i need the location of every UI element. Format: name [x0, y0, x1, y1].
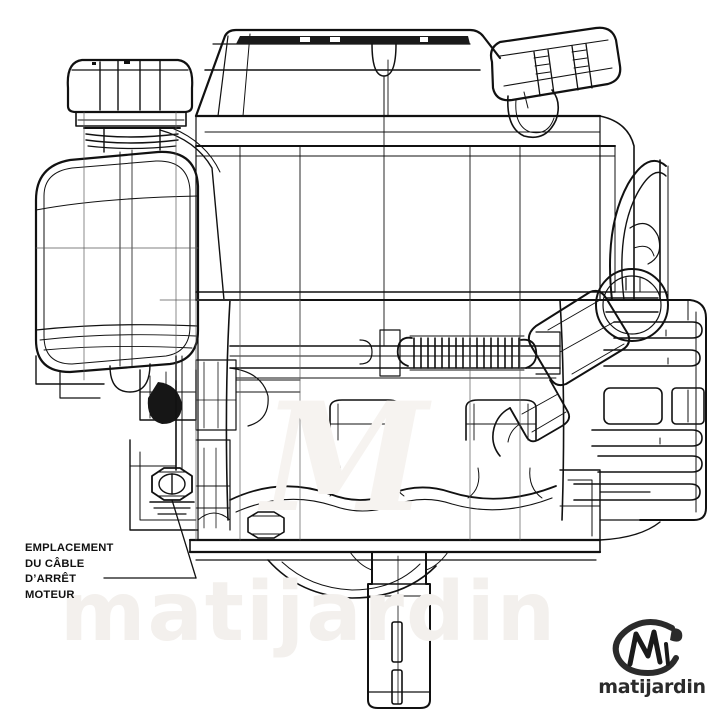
- logo-wordmark: matijardin: [598, 676, 706, 698]
- carburetor-assembly: [139, 355, 301, 471]
- fuel-tank: [34, 127, 200, 399]
- matijardin-logo: matijardin: [598, 618, 706, 710]
- construction-lines: [35, 111, 521, 541]
- crankcase-block: [188, 299, 602, 599]
- crankshaft: [349, 551, 449, 709]
- callout-line-1: EMPLACEMENT: [25, 542, 114, 554]
- cable-anchor-bolt: [149, 467, 195, 515]
- engine-shroud: [194, 28, 602, 118]
- callout-line-2: DU CÂBLE: [25, 557, 85, 570]
- shroud-handle-loop: [609, 159, 669, 301]
- callout-line-4: MOTEUR: [25, 588, 75, 601]
- cooling-slots: [573, 299, 707, 521]
- round-port: [595, 268, 669, 342]
- fuel-cap: [66, 58, 194, 150]
- governor-spring: [359, 329, 561, 377]
- left-lower-bracket: [129, 439, 285, 539]
- callout-line-3: D’ARRÊT: [25, 573, 77, 586]
- engine-cover-body: [195, 115, 641, 301]
- logo-mark-icon: [612, 619, 683, 676]
- right-lower-bracket: [559, 469, 661, 541]
- callout-text: EMPLACEMENT DU CÂBLE D’ARRÊT MOTEUR: [25, 541, 155, 603]
- callout-leader-line: [103, 499, 197, 579]
- tank-bracket: [159, 127, 225, 301]
- recoil-starter-grip: [489, 26, 622, 139]
